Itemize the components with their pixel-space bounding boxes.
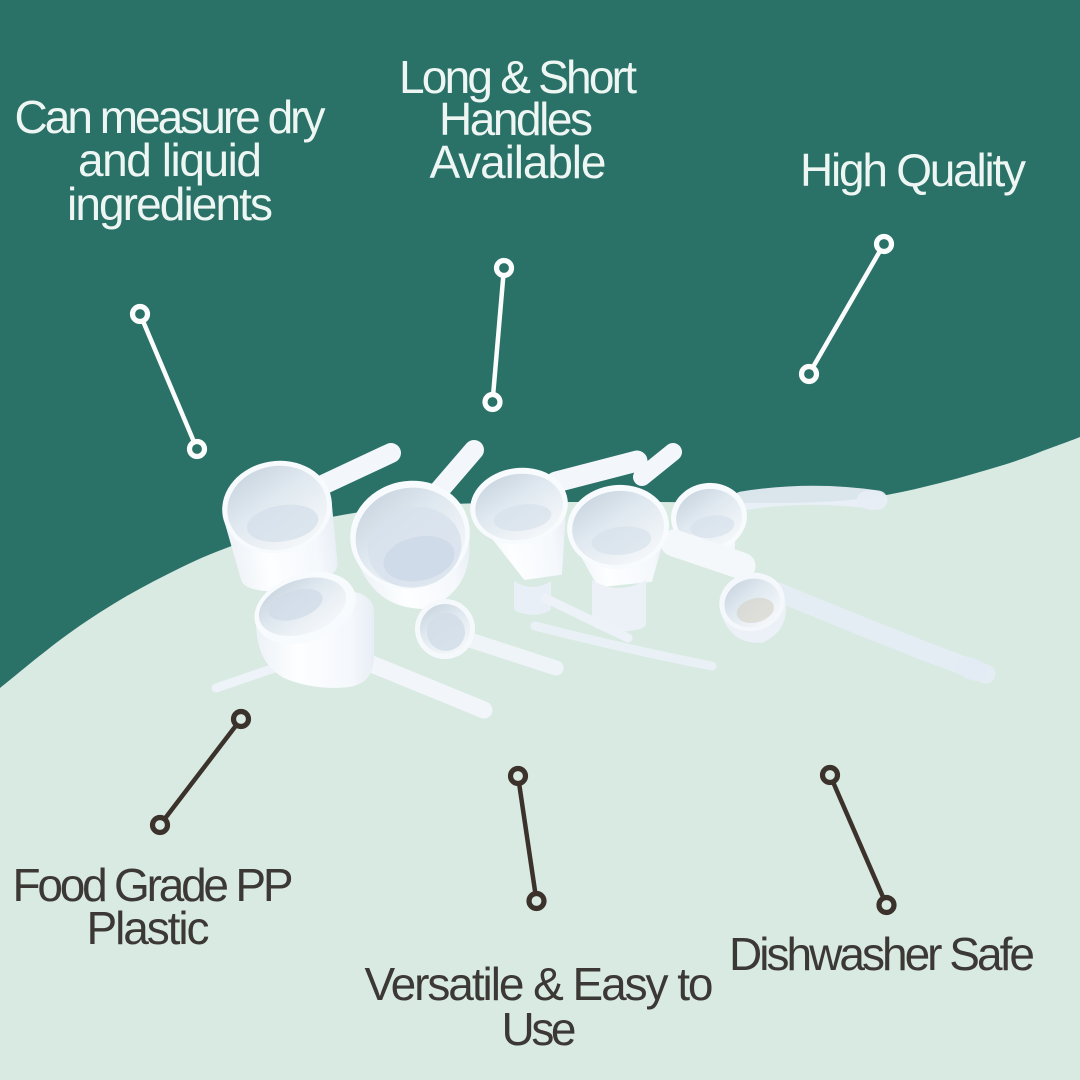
svg-text:ingredients: ingredients — [67, 178, 273, 230]
svg-text:Handles: Handles — [439, 93, 593, 145]
svg-text:Use: Use — [502, 1003, 577, 1055]
svg-text:Versatile & Easy to: Versatile & Easy to — [365, 958, 714, 1010]
svg-text:Can measure dry: Can measure dry — [15, 91, 326, 143]
svg-text:Dishwasher Safe: Dishwasher Safe — [729, 928, 1035, 980]
svg-text:High Quality: High Quality — [800, 144, 1026, 196]
svg-text:Plastic: Plastic — [87, 902, 210, 954]
svg-text:Available: Available — [430, 136, 607, 188]
svg-text:Food Grade PP: Food Grade PP — [13, 859, 294, 911]
svg-text:and liquid: and liquid — [78, 134, 262, 186]
svg-text:Long & Short: Long & Short — [399, 51, 637, 103]
